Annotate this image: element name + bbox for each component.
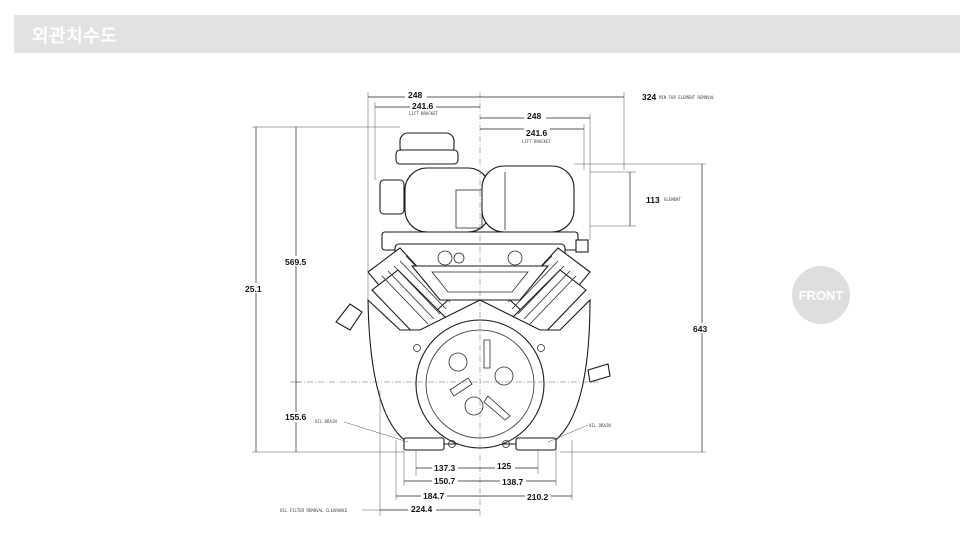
dim-125: 125: [497, 461, 511, 471]
lift-bracket-left-note: LIFT BRACKET: [409, 111, 438, 116]
dim-138-7: 138.7: [502, 477, 524, 487]
lift-bracket-right-note: LIFT BRACKET: [522, 139, 551, 144]
dim-241-6-right: 241.6: [526, 128, 548, 138]
element-note: ELEMENT: [664, 197, 681, 202]
dim-248-left: 248: [408, 90, 422, 100]
dim-184-7: 184.7: [423, 491, 445, 501]
dim-569-5: 569.5: [285, 257, 307, 267]
right-vertical-dimension: 643: [560, 163, 712, 453]
dim-224-4: 224.4: [411, 504, 433, 514]
dim-150-7: 150.7: [434, 476, 456, 486]
title-bar: 외관치수도: [14, 15, 960, 53]
dim-324: 324: [642, 92, 656, 102]
dim-25-1: 25.1: [245, 284, 262, 294]
min-element-removal-note: MIN FOR ELEMENT REMOVAL: [659, 95, 715, 100]
oil-drain-leaders: OIL DRAIN OIL DRAIN: [315, 419, 611, 443]
dim-241-6-left: 241.6: [412, 101, 434, 111]
center-lines: [296, 92, 600, 516]
front-badge: FRONT: [792, 266, 850, 324]
dim-248-right: 248: [527, 111, 541, 121]
front-label: FRONT: [798, 287, 844, 303]
dim-155-6: 155.6: [285, 412, 307, 422]
page-title: 외관치수도: [32, 26, 118, 47]
element-dimension: 113 ELEMENT: [590, 171, 681, 227]
dim-137-3: 137.3: [434, 463, 456, 473]
dim-210-2: 210.2: [527, 492, 549, 502]
top-dimensions: 248 241.6 LIFT BRACKET 324 MIN FOR ELEME…: [367, 89, 715, 300]
dim-643: 643: [693, 324, 707, 334]
oil-drain-right-note: OIL DRAIN: [589, 423, 611, 428]
left-vertical-dimensions: 25.1 569.5 155.6: [243, 126, 404, 453]
engine-outline: [335, 132, 611, 451]
dim-113: 113: [646, 195, 660, 205]
bottom-dimensions: 137.3 125 150.7 138.7 184.7 210.2 224.4 …: [280, 390, 573, 516]
oil-drain-left-note: OIL DRAIN: [315, 419, 337, 424]
oil-filter-clearance-note: OIL FILTER REMOVAL CLEARANCE: [280, 508, 348, 513]
